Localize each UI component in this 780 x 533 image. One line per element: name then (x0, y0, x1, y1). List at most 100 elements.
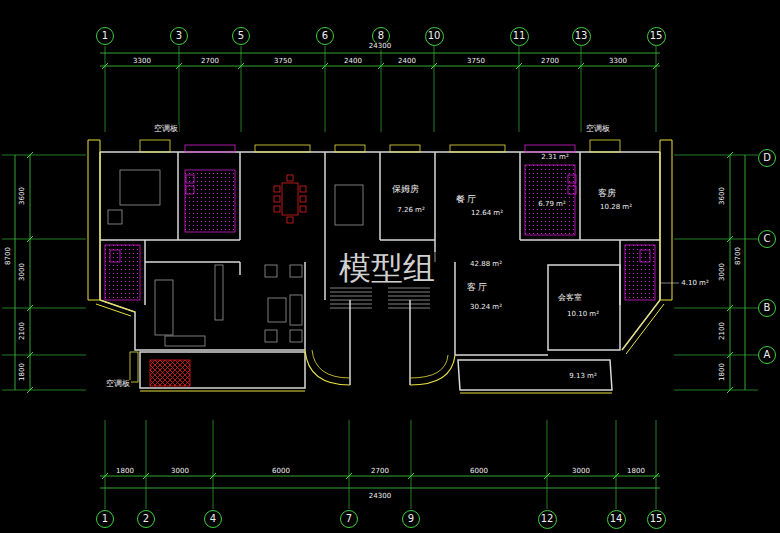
room-name: 保姆房 (391, 185, 420, 194)
wall (548, 265, 620, 350)
stair-step (388, 304, 430, 305)
overall-dimension: 8700 (735, 246, 742, 266)
dimension: 3750 (273, 58, 293, 65)
window (525, 145, 575, 152)
grid-line (213, 420, 214, 509)
wall (304, 300, 306, 350)
grid-line (241, 46, 242, 132)
dimension: 3300 (132, 58, 152, 65)
overall-dimension: 24300 (368, 43, 392, 50)
stair-step (330, 296, 372, 297)
axis-bubble: 6 (316, 27, 334, 45)
dimension-tick (727, 352, 733, 358)
overall-dimension: 24300 (368, 493, 392, 500)
window (335, 145, 365, 152)
axis-number: 1 (102, 514, 108, 524)
axis-number: 15 (650, 514, 663, 524)
window (185, 145, 235, 152)
wall (519, 152, 521, 240)
grid-line (674, 155, 758, 156)
axis-bubble: 12 (538, 510, 557, 529)
area: 7.26 m² (396, 207, 425, 214)
axis-number: C (764, 234, 771, 244)
grid-line (656, 46, 657, 132)
dimension-tick (578, 63, 584, 69)
axis-number: 3 (176, 31, 182, 41)
area: 10.28 m² (599, 204, 633, 211)
dimension: 1800 (19, 362, 26, 382)
stair-step (330, 292, 372, 293)
stair-step (388, 300, 430, 301)
axis-bubble: A (758, 346, 776, 364)
dimension-tick (613, 473, 619, 479)
stair-step (330, 300, 372, 301)
stair-step (388, 288, 430, 289)
note: 空调板 (105, 380, 131, 388)
axis-bubble: 10 (425, 27, 444, 46)
window (88, 140, 100, 300)
wall (304, 262, 306, 300)
dimension-tick (727, 305, 733, 311)
armchair (290, 330, 302, 342)
bay-window (305, 350, 350, 385)
stair-step (330, 308, 372, 309)
dimension-tick (544, 473, 550, 479)
dimension: 3000 (571, 468, 591, 475)
area: 30.24 m² (469, 304, 503, 311)
room-name: 会客室 (557, 294, 583, 302)
stair-step (330, 304, 372, 305)
sofa (155, 280, 173, 335)
grid-line (519, 46, 520, 132)
coffee-table (268, 298, 286, 322)
window (660, 140, 672, 300)
stair-step (388, 296, 430, 297)
window (450, 145, 505, 152)
grid-line (349, 420, 350, 509)
chair (287, 175, 293, 181)
axis-bubble: 9 (402, 510, 420, 528)
stair-step (330, 288, 372, 289)
grid-line (2, 355, 86, 356)
chair (300, 186, 306, 192)
balcony-table (150, 360, 190, 386)
room-name: 客房 (597, 189, 617, 198)
area: 9.13 m² (568, 373, 597, 380)
axis-bubble: 15 (647, 27, 666, 46)
dimension-tick (378, 63, 384, 69)
axis-bubble: 4 (204, 510, 222, 528)
grid-line (325, 46, 326, 132)
stair-step (388, 308, 430, 309)
grid-line (434, 46, 435, 132)
dimension: 2100 (719, 321, 726, 341)
axis-bubble: B (758, 299, 776, 317)
grid-line (674, 355, 758, 356)
dimension: 2400 (397, 58, 417, 65)
area: 10.10 m² (566, 311, 600, 318)
bay-window (312, 350, 350, 378)
dimension: 3000 (19, 262, 26, 282)
grid-line (2, 308, 86, 309)
axis-bubble: 5 (232, 27, 250, 45)
axis-number: 12 (541, 514, 554, 524)
area: 12.64 m² (470, 210, 504, 217)
axis-bubble: 13 (572, 27, 591, 46)
leader-line (660, 283, 679, 284)
grid-line (2, 239, 86, 240)
overall-dimension: 8700 (5, 246, 12, 266)
axis-bubble: 1 (96, 27, 114, 45)
grid-line (674, 308, 758, 309)
armchair (290, 265, 302, 277)
wall (239, 262, 241, 275)
axis-bubble: 3 (170, 27, 188, 45)
dimension: 1800 (626, 468, 646, 475)
dimension: 2700 (200, 58, 220, 65)
stove (568, 186, 576, 194)
wall (454, 262, 456, 355)
dimension-tick (727, 387, 733, 393)
armchair (265, 265, 277, 277)
axis-number: 7 (346, 514, 352, 524)
grid-line (581, 46, 582, 132)
bath-tiles (625, 245, 655, 300)
dimension: 3300 (608, 58, 628, 65)
wall (177, 152, 179, 240)
